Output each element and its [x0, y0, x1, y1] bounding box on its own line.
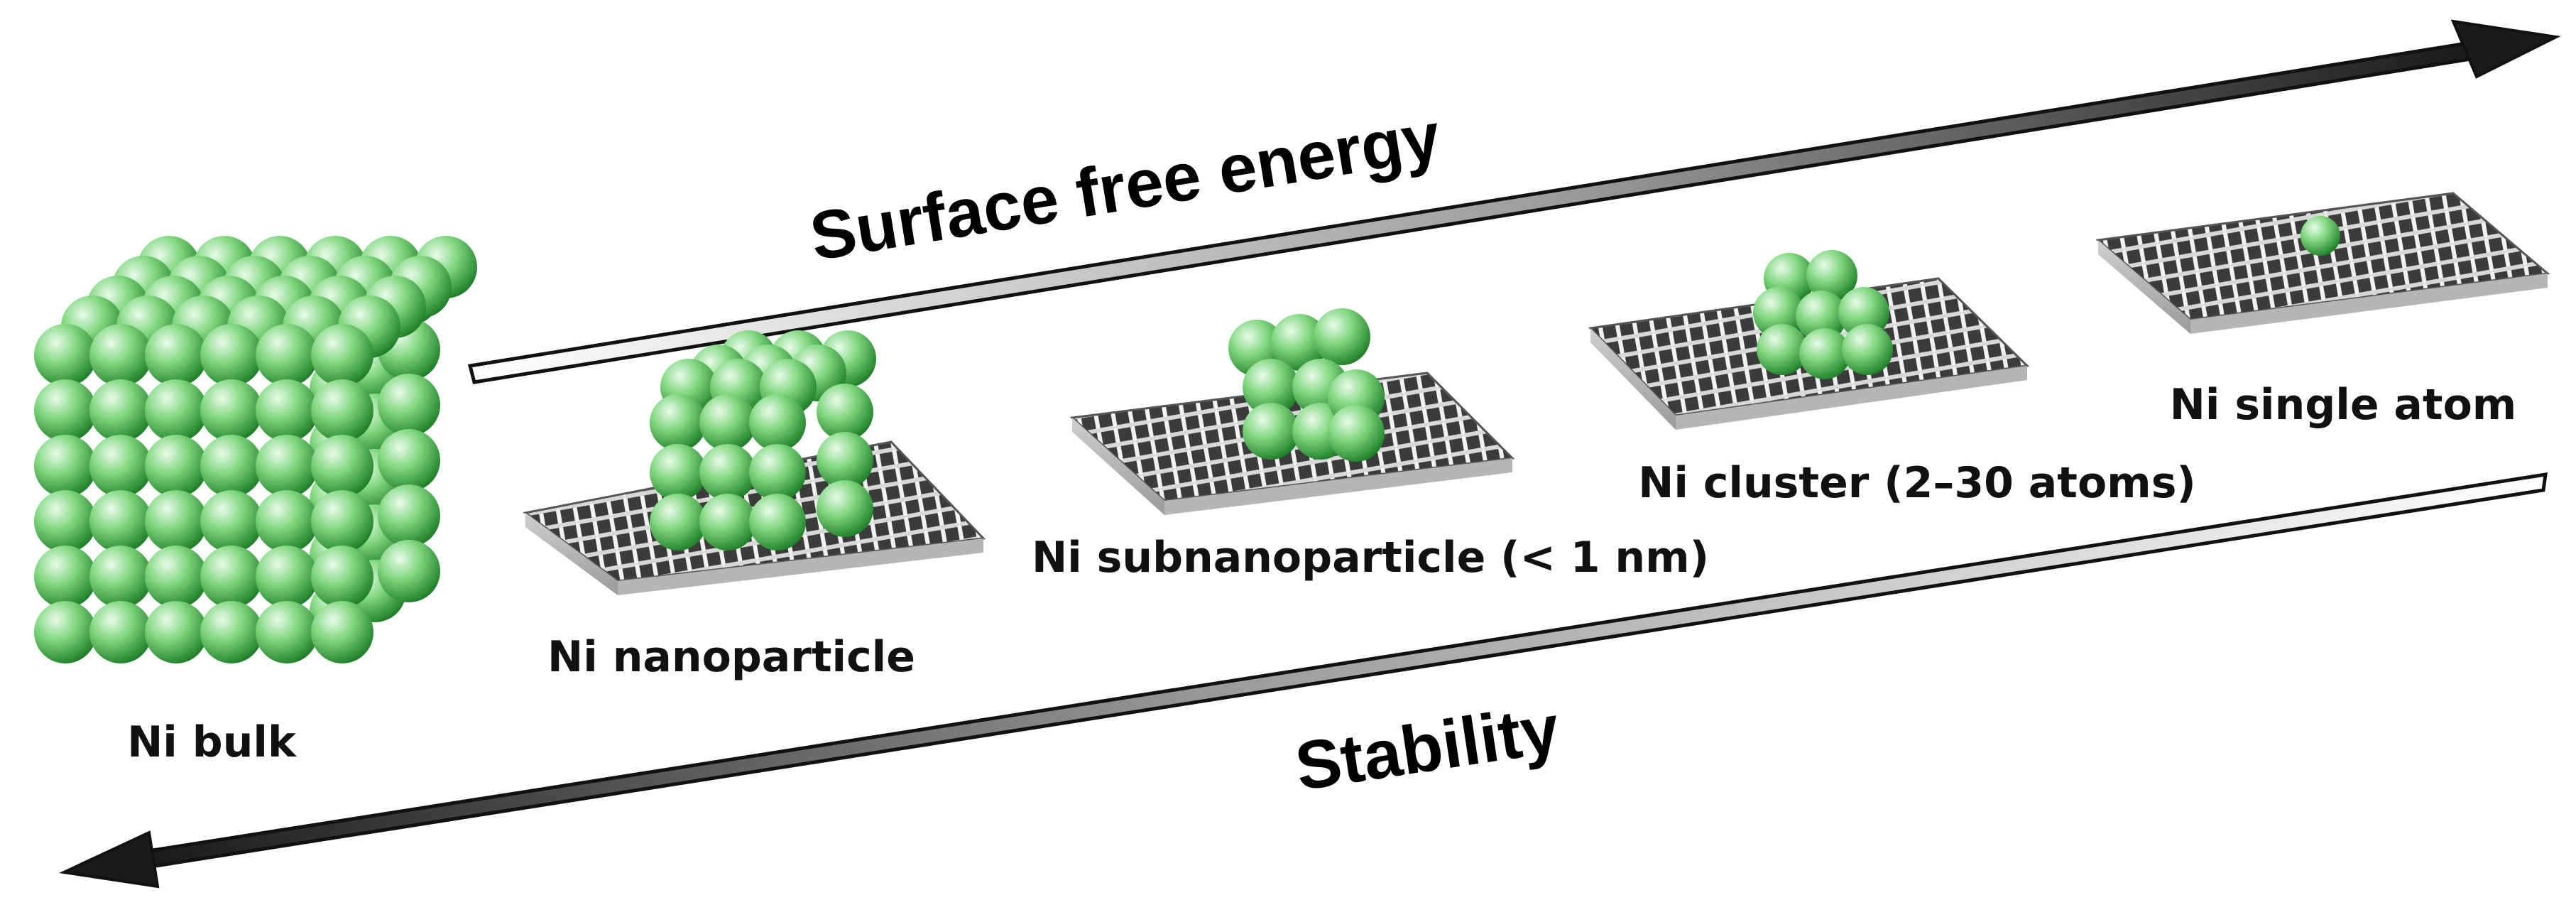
bulk-atom [311, 324, 373, 386]
bulk-atom [378, 429, 440, 492]
ni-single-atom [2301, 216, 2340, 256]
bulk-atom [34, 379, 97, 442]
ni-nanoparticle [650, 330, 876, 551]
bulk-atom [256, 546, 318, 608]
bulk-atom [378, 374, 440, 436]
bulk-atom [89, 490, 152, 553]
bulk-atom [145, 324, 207, 386]
subnano-atom [1243, 403, 1299, 460]
bulk-atom [311, 490, 373, 553]
bulk-atom [256, 490, 318, 553]
subnano-atom [1243, 359, 1299, 416]
cluster-atom [1753, 287, 1804, 338]
ni-subnanoparticle-label: Ni subnanoparticle (< 1 nm) [1032, 533, 1709, 582]
bulk-atom [89, 435, 152, 497]
bulk-atom [89, 546, 152, 608]
bulk-atom [89, 324, 152, 386]
ni-bulk-cube [34, 236, 477, 663]
bulk-atom [256, 324, 318, 386]
stability-label: Stability [1291, 690, 1564, 805]
ni-bulk-label: Ni bulk [127, 717, 298, 767]
bulk-atom [34, 490, 97, 553]
bulk-atom [145, 546, 207, 608]
nanoparticle-atom [817, 480, 873, 537]
bulk-atom [145, 490, 207, 553]
bulk-atom [34, 435, 97, 497]
bulk-atom [200, 601, 263, 663]
nanoparticle-atom [749, 494, 806, 551]
bulk-atom [378, 484, 440, 547]
surface-energy-arrow-head [2450, 19, 2561, 79]
cluster-atom [1799, 328, 1850, 379]
bulk-atom [34, 546, 97, 608]
cluster-atom [1842, 324, 1893, 375]
bulk-atom [311, 546, 373, 608]
bulk-atom [145, 435, 207, 497]
ni-single-atom-support [2095, 192, 2550, 334]
nanoparticle-atom [699, 444, 756, 501]
bulk-atom [378, 540, 440, 602]
cluster-atom [1838, 287, 1889, 338]
nanoparticle-atom [749, 444, 806, 501]
nanoparticle-atom [749, 394, 806, 451]
nanoparticle-atom [650, 444, 706, 501]
bulk-atom [34, 324, 97, 386]
bulk-atom [256, 435, 318, 497]
cluster-atom [1796, 291, 1847, 342]
bulk-atom [311, 379, 373, 442]
surface-energy-label: Surface free energy [805, 98, 1446, 275]
nanoparticle-atom [817, 384, 873, 440]
bulk-atom [200, 546, 263, 608]
bulk-atom [200, 490, 263, 553]
nanoparticle-atom [699, 494, 756, 551]
bulk-atom [89, 601, 152, 663]
bulk-atom [311, 601, 373, 663]
nanoparticle-atom [699, 394, 756, 451]
subnano-atom [1328, 405, 1385, 462]
cluster-atom [1806, 250, 1857, 301]
bulk-atom [34, 601, 97, 663]
subnano-atom [1314, 308, 1370, 365]
bulk-atom [200, 435, 263, 497]
bulk-atom [145, 601, 207, 663]
bulk-atom [145, 379, 207, 442]
nanoparticle-atom [817, 432, 873, 489]
surface-energy-arrow [467, 19, 2561, 384]
bulk-atom [200, 324, 263, 386]
bulk-atom [89, 379, 152, 442]
surface-energy-arrow-shaft [467, 40, 2478, 384]
ni-subnanoparticle [1228, 308, 1385, 462]
bulk-atom [256, 601, 318, 663]
ni-nanoparticle-label: Ni nanoparticle [547, 632, 915, 682]
bulk-atom [256, 379, 318, 442]
nanoparticle-atom [650, 394, 706, 451]
subnano-atom [1271, 314, 1328, 371]
bulk-atom [311, 435, 373, 497]
ni-single-atom-label: Ni single atom [2170, 380, 2517, 430]
nanoparticle-atom [650, 494, 706, 551]
stability-arrow-head [59, 830, 160, 889]
ni-cluster [1753, 250, 1893, 379]
cluster-atom [1757, 324, 1808, 375]
ni-cluster-label: Ni cluster (2–30 atoms) [1638, 458, 2196, 508]
stability-arrow [59, 472, 2548, 889]
bulk-atom [200, 379, 263, 442]
